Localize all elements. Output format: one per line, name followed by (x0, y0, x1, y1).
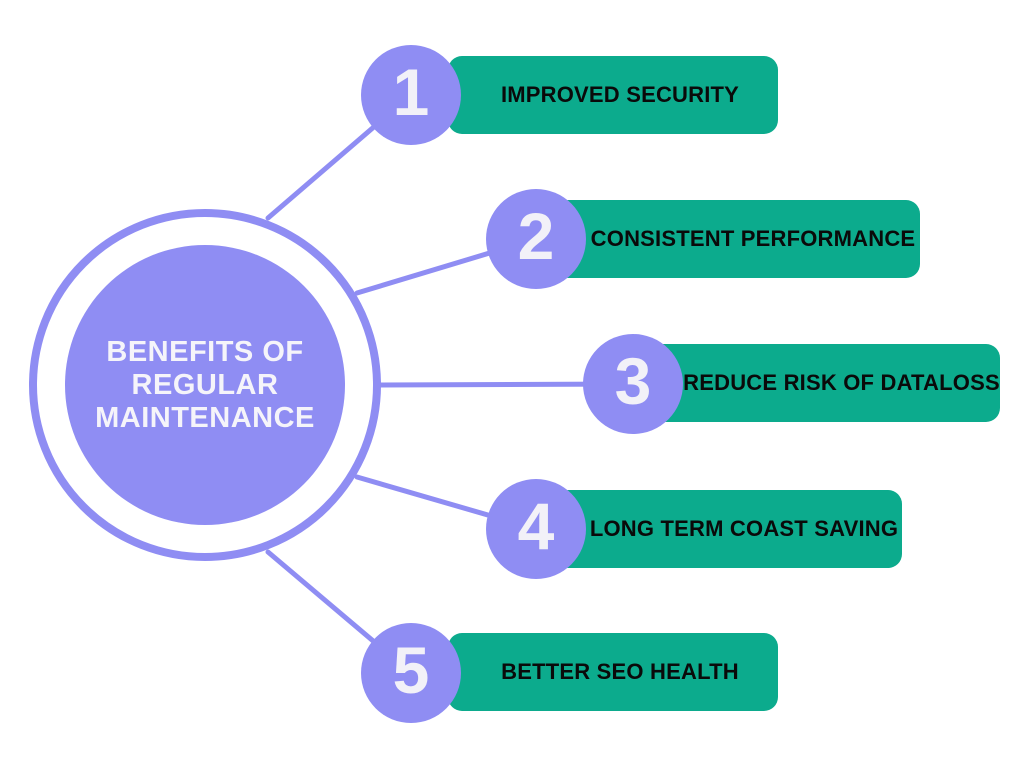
benefit-number-circle-5: 5 (361, 623, 461, 723)
benefit-number-3: 3 (614, 344, 652, 418)
benefit-number-2: 2 (517, 199, 555, 273)
benefit-label-3: REDUCE RISK OF DATALOSS (683, 370, 1000, 395)
benefit-number-4: 4 (517, 489, 555, 563)
benefit-number-circle-1: 1 (361, 45, 461, 145)
benefit-number-circle-2: 2 (486, 189, 586, 289)
benefit-bar-2: CONSISTENT PERFORMANCE (524, 200, 920, 278)
central-topic-title-line: MAINTENANCE (95, 401, 315, 434)
central-topic-title-line: REGULAR (131, 368, 279, 401)
benefit-number-circle-4: 4 (486, 479, 586, 579)
benefit-bar-4: LONG TERM COAST SAVING (524, 490, 902, 568)
benefit-number-1: 1 (392, 55, 430, 129)
central-topic-circle: BENEFITS OF REGULAR MAINTENANCE (65, 245, 345, 525)
benefit-label-4: LONG TERM COAST SAVING (589, 516, 899, 541)
benefit-label-1: IMPROVED SECURITY (500, 82, 740, 107)
benefit-number-5: 5 (392, 633, 430, 707)
benefit-label-2: CONSISTENT PERFORMANCE (590, 226, 916, 251)
benefit-bar-1: IMPROVED SECURITY (448, 56, 778, 134)
benefit-number-circle-3: 3 (583, 334, 683, 434)
central-topic-title-line: BENEFITS OF (106, 335, 304, 368)
benefit-label-5: BETTER SEO HEALTH (501, 659, 739, 684)
central-topic-title: BENEFITS OF REGULAR MAINTENANCE (95, 336, 315, 435)
benefit-bar-5: BETTER SEO HEALTH (448, 633, 778, 711)
